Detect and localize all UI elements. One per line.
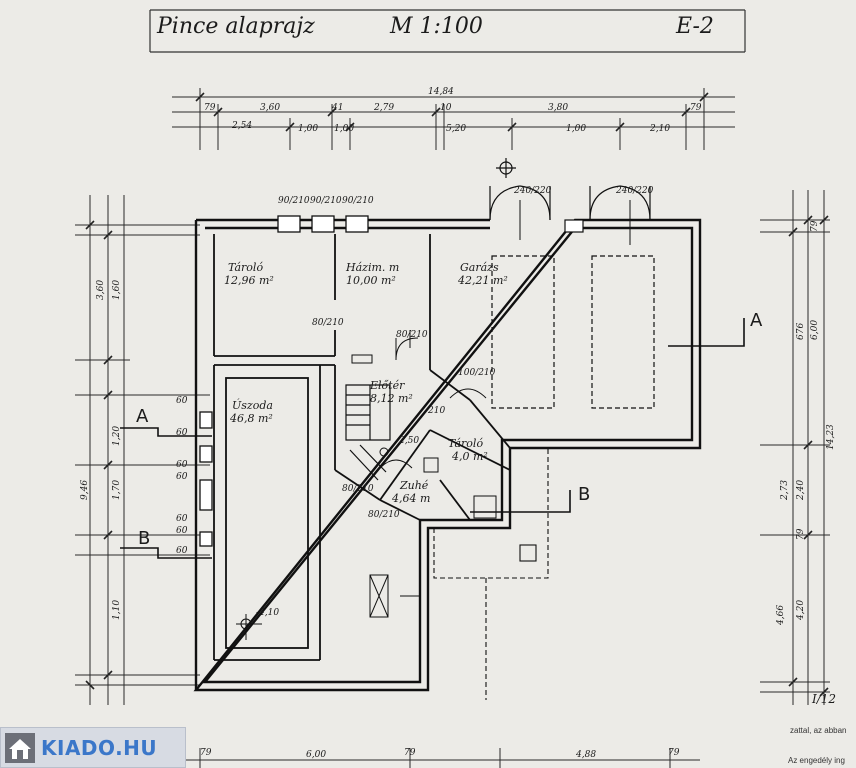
door-dim-shower-2: 80/210	[368, 510, 400, 520]
dim-top-r1-1: 3,60	[260, 103, 281, 113]
door-dim-utility: 80/210	[396, 330, 428, 340]
exterior-walls	[193, 218, 702, 692]
level-hall: -2,50	[396, 436, 420, 446]
door-dim-hall: 210	[428, 406, 446, 416]
corner-mark: I/12	[812, 692, 837, 706]
room-area-pool: 46,8 m²	[230, 412, 273, 425]
window-dim-3: 90/210	[342, 196, 374, 206]
dim-right-1: 6,00	[810, 319, 820, 340]
door-dim-storage: 80/210	[312, 318, 344, 328]
west-windows	[199, 411, 213, 547]
left-dimension-ticks	[85, 220, 113, 690]
room-area-utility: 10,00 m²	[346, 274, 396, 287]
room-name-utility: Házim. m	[346, 261, 400, 274]
dim-top-r1-2: 41	[332, 103, 344, 113]
room-name-shower: Zuhé	[400, 479, 429, 492]
room-name-pool: Úszoda	[232, 399, 273, 412]
right-dimension-ticks	[788, 215, 829, 697]
dim-left-2: 1,60	[112, 279, 122, 300]
section-label-a-left: A	[136, 406, 149, 427]
north-windows	[277, 215, 369, 233]
section-label-b-left: B	[138, 528, 151, 549]
dim-right-6: 79	[796, 528, 806, 540]
room-name-storage: Tároló	[228, 261, 264, 274]
drawing-title: Pince alaprajz	[157, 14, 315, 39]
dim-top-r1-6: 79	[690, 103, 702, 113]
room-name-storage-small: Tároló	[448, 437, 484, 450]
note-2: Az engedély ing	[788, 756, 845, 765]
garage-door-dim-2: 240/220	[616, 186, 654, 196]
dim-top-r2-2: 1,00	[334, 124, 355, 134]
west-window-dim-6: 60	[176, 526, 188, 536]
note-1: zattal, az abban	[790, 726, 847, 735]
west-window-dim-4: 60	[176, 472, 188, 482]
garage-doors	[489, 158, 651, 233]
drawing-scale: M 1:100	[390, 14, 483, 39]
dim-bottom-2: 79	[404, 748, 416, 758]
west-window-dim-3: 60	[176, 460, 188, 470]
room-name-hall: Előtér	[370, 379, 405, 392]
window-dim-1: 90/210	[278, 196, 310, 206]
dim-top-r1-4: 10	[440, 103, 452, 113]
level-pool: -4,10	[256, 608, 280, 618]
room-name-garage: Garázs	[460, 261, 499, 274]
dim-top-total: 14,84	[428, 87, 454, 97]
left-dimension-lines	[75, 195, 210, 705]
door-dim-shower-1: 80/210	[342, 484, 374, 494]
west-window-dim-2: 60	[176, 428, 188, 438]
sheet-number: E-2	[676, 14, 714, 39]
room-area-hall: 8,12 m²	[370, 392, 413, 405]
section-label-b-right: B	[578, 484, 591, 505]
dim-top-r2-5: 2,10	[650, 124, 671, 134]
door-dim-garage: 100/210	[458, 368, 496, 378]
house-icon	[5, 732, 35, 763]
dim-bottom-0: 79	[200, 748, 212, 758]
dim-left-0: 9,46	[80, 479, 90, 500]
garage-door-dim-1: 240/220	[514, 186, 552, 196]
top-dimension-lines	[172, 88, 735, 150]
dim-right-4: 2,73	[780, 479, 790, 500]
dim-left-5: 1,10	[112, 599, 122, 620]
dim-right-0: 676	[796, 322, 806, 340]
room-area-storage: 12,96 m²	[224, 274, 274, 287]
dim-top-r1-0: 79	[204, 103, 216, 113]
watermark-logo: KIADO.HU	[0, 727, 186, 768]
section-markers	[120, 318, 745, 559]
dim-right-2: 79	[810, 220, 820, 232]
dim-bottom-1: 6,00	[306, 750, 327, 760]
dim-right-8: 4,20	[796, 599, 806, 620]
watermark-text: KIADO.HU	[41, 735, 158, 760]
interior-walls	[213, 234, 655, 700]
dim-left-3: 1,70	[112, 479, 122, 500]
dim-left-4: 1,20	[112, 425, 122, 446]
dim-left-1: 3,60	[96, 279, 106, 300]
room-area-storage-small: 4,0 m²	[452, 450, 488, 463]
staircase	[345, 384, 391, 481]
door-leaders	[409, 200, 631, 348]
door-swings	[236, 337, 497, 640]
dim-right-5: 2,40	[796, 479, 806, 500]
west-window-dim-1: 60	[176, 396, 188, 406]
bottom-dimension-lines	[185, 748, 700, 768]
dim-top-r1-3: 2,79	[374, 103, 395, 113]
dim-right-3: 14,23	[826, 424, 836, 450]
dim-right-7: 4,66	[776, 604, 786, 625]
top-dimension-ticks	[195, 92, 709, 132]
section-label-a-right: A	[750, 310, 763, 331]
window-dim-2: 90/210	[310, 196, 342, 206]
dim-top-r2-1: 1,00	[298, 124, 319, 134]
title-block	[149, 9, 746, 53]
right-dimension-lines	[760, 190, 830, 705]
room-area-garage: 42,21 m²	[458, 274, 508, 287]
dim-top-r2-4: 1,00	[566, 124, 587, 134]
dim-bottom-3: 4,88	[576, 750, 597, 760]
dim-top-r2-0: 2,54	[232, 121, 253, 131]
dim-top-r2-3: 5,20	[446, 124, 467, 134]
west-window-dim-7: 60	[176, 546, 188, 556]
dim-top-r1-5: 3,80	[548, 103, 569, 113]
room-area-shower: 4,64 m	[392, 492, 431, 505]
west-window-dim-5: 60	[176, 514, 188, 524]
dim-bottom-4: 79	[668, 748, 680, 758]
